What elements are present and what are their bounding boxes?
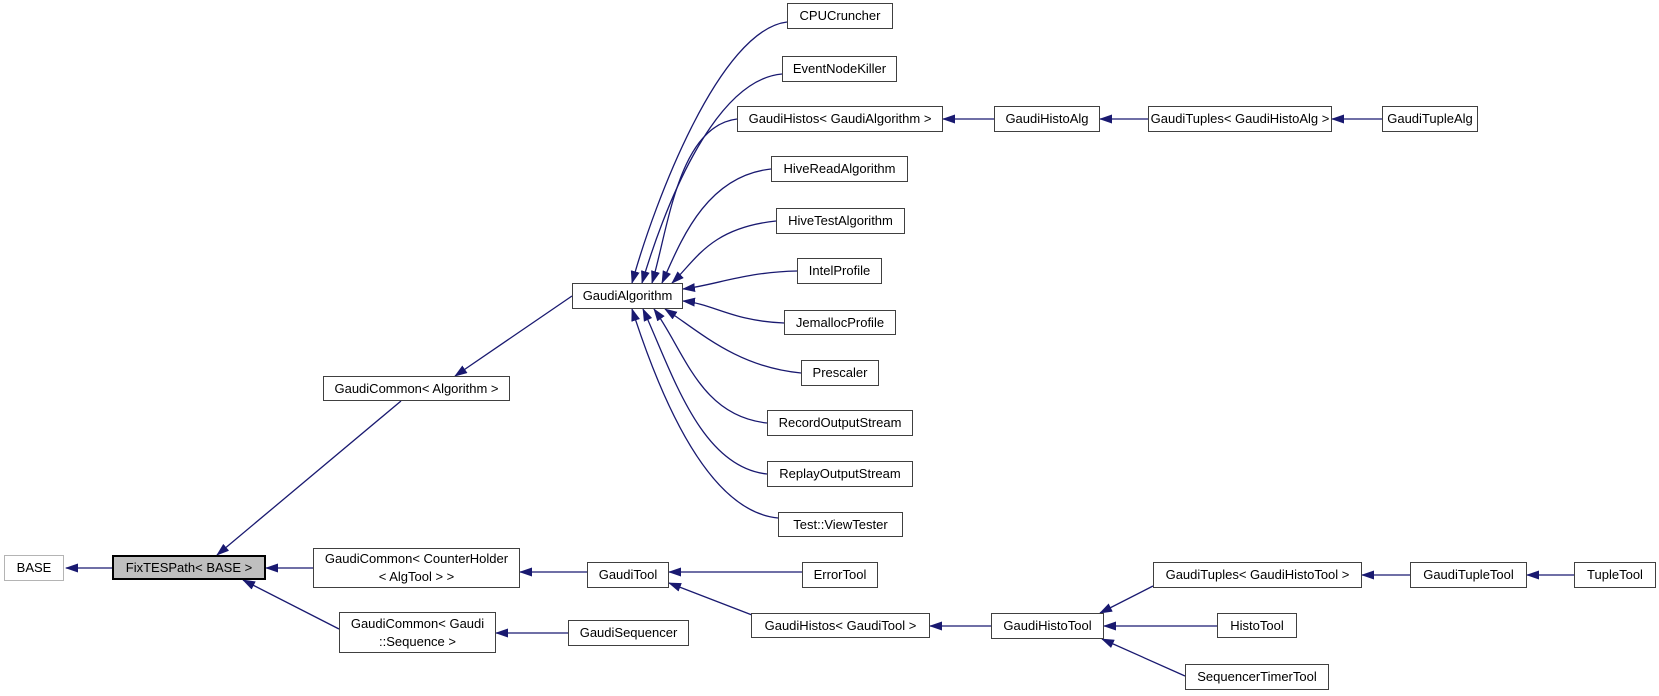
edge-replayoutputstream-to-gaudialgorithm xyxy=(642,308,768,475)
node-intelprofile[interactable]: IntelProfile xyxy=(797,258,882,284)
node-gauditool[interactable]: GaudiTool xyxy=(587,562,669,588)
node-label: GaudiCommon< Algorithm > xyxy=(334,380,499,396)
node-cpucruncher[interactable]: CPUCruncher xyxy=(787,3,893,29)
node-label: CPUCruncher xyxy=(799,8,881,24)
node-test-viewtester[interactable]: Test::ViewTester xyxy=(778,512,903,537)
edge-gaudituples-ght-to-gaudihistotool xyxy=(1099,585,1154,614)
node-label: HistoTool xyxy=(1230,617,1284,633)
edge-prescaler-to-gaudialgorithm xyxy=(664,308,802,374)
node-replayoutputstream[interactable]: ReplayOutputStream xyxy=(767,461,913,487)
edge-eventnodekiller-to-gaudialgorithm xyxy=(641,73,783,284)
node-label: RecordOutputStream xyxy=(778,415,902,431)
node-gc-counterholder[interactable]: GaudiCommon< CounterHolder < AlgTool > > xyxy=(313,548,520,588)
node-label: FixTESPath< BASE > xyxy=(125,559,253,575)
node-label: GaudiTuples< GaudiHistoTool > xyxy=(1165,567,1350,583)
node-gaudihistoalg[interactable]: GaudiHistoAlg xyxy=(994,106,1100,132)
node-gaudialgorithm[interactable]: GaudiAlgorithm xyxy=(572,283,683,309)
node-gaudisequencer[interactable]: GaudiSequencer xyxy=(568,620,689,646)
node-gaudituples-ghalg[interactable]: GaudiTuples< GaudiHistoAlg > xyxy=(1148,106,1332,132)
edge-hivetestalgorithm-to-gaudialgorithm xyxy=(671,220,777,284)
edge-recordoutputstream-to-gaudialgorithm xyxy=(653,308,768,424)
node-label: Prescaler xyxy=(812,365,868,381)
node-prescaler[interactable]: Prescaler xyxy=(801,360,879,386)
node-label: TupleTool xyxy=(1587,567,1643,583)
node-label: EventNodeKiller xyxy=(792,61,887,77)
node-label: GaudiTool xyxy=(598,567,658,583)
node-fixtespath: FixTESPath< BASE > xyxy=(112,555,266,580)
node-base: BASE xyxy=(4,555,64,581)
node-hivetestalgorithm[interactable]: HiveTestAlgorithm xyxy=(776,208,905,234)
edge-gaudihistos-ga-to-gaudialgorithm xyxy=(651,118,738,284)
node-label: GaudiHistoAlg xyxy=(1005,111,1089,127)
node-gaudihistos-ga[interactable]: GaudiHistos< GaudiAlgorithm > xyxy=(737,106,943,132)
edge-hivereadalgorithm-to-gaudialgorithm xyxy=(661,168,772,284)
node-label: IntelProfile xyxy=(808,263,871,279)
node-label: JemallocProfile xyxy=(795,314,885,330)
node-label: GaudiCommon< CounterHolder < AlgTool > > xyxy=(324,551,509,584)
node-tupletool[interactable]: TupleTool xyxy=(1574,562,1656,588)
node-label: Test::ViewTester xyxy=(793,516,888,532)
node-label: GaudiSequencer xyxy=(579,625,678,641)
edge-intelprofile-to-gaudialgorithm xyxy=(682,270,798,293)
node-label: GaudiTuples< GaudiHistoAlg > xyxy=(1150,111,1330,127)
node-sequencertimertool[interactable]: SequencerTimerTool xyxy=(1185,664,1329,690)
node-jemallocprofile[interactable]: JemallocProfile xyxy=(784,310,896,335)
node-gc-gaudi-sequence[interactable]: GaudiCommon< Gaudi ::Sequence > xyxy=(339,612,496,653)
node-label: ErrorTool xyxy=(813,567,867,583)
node-label: ReplayOutputStream xyxy=(779,466,901,482)
node-gaudihistotool[interactable]: GaudiHistoTool xyxy=(991,613,1104,639)
edge-jemallocprofile-to-gaudialgorithm xyxy=(682,297,785,324)
node-gauditupletool[interactable]: GaudiTupleTool xyxy=(1410,562,1527,588)
node-label: GaudiHistoTool xyxy=(1003,618,1092,634)
edge-gc-gaudi-sequence-to-fixtespath xyxy=(242,579,340,630)
node-eventnodekiller[interactable]: EventNodeKiller xyxy=(782,56,897,82)
edge-sequencertimertool-to-gaudihistotool xyxy=(1101,638,1186,677)
node-label: SequencerTimerTool xyxy=(1197,669,1317,685)
node-label: GaudiHistos< GaudiAlgorithm > xyxy=(748,111,932,127)
edge-test-viewtester-to-gaudialgorithm xyxy=(631,308,779,519)
node-gaudihistos-gt[interactable]: GaudiHistos< GaudiTool > xyxy=(751,613,930,638)
node-label: HiveTestAlgorithm xyxy=(788,213,893,229)
node-label: GaudiTupleTool xyxy=(1423,567,1514,583)
edge-gaudialgorithm-to-gc-algorithm xyxy=(454,295,573,377)
node-label: GaudiHistos< GaudiTool > xyxy=(764,617,917,633)
node-errortool[interactable]: ErrorTool xyxy=(802,562,878,588)
edge-cpucruncher-to-gaudialgorithm xyxy=(630,21,788,284)
edge-gaudihistos-gt-to-gauditool xyxy=(668,582,753,616)
node-label: GaudiTupleAlg xyxy=(1387,111,1473,127)
node-hivereadalgorithm[interactable]: HiveReadAlgorithm xyxy=(771,156,908,182)
node-label: HiveReadAlgorithm xyxy=(783,161,896,177)
node-gauditupealg[interactable]: GaudiTupleAlg xyxy=(1382,106,1478,132)
node-label: BASE xyxy=(16,560,52,576)
node-gc-algorithm[interactable]: GaudiCommon< Algorithm > xyxy=(323,376,510,401)
edge-gc-algorithm-to-fixtespath xyxy=(216,400,402,556)
node-label: GaudiCommon< Gaudi ::Sequence > xyxy=(350,615,485,649)
node-gaudituples-ght[interactable]: GaudiTuples< GaudiHistoTool > xyxy=(1153,562,1362,588)
node-histotool[interactable]: HistoTool xyxy=(1217,613,1297,638)
node-label: GaudiAlgorithm xyxy=(582,288,673,304)
node-recordoutputstream[interactable]: RecordOutputStream xyxy=(767,410,913,436)
